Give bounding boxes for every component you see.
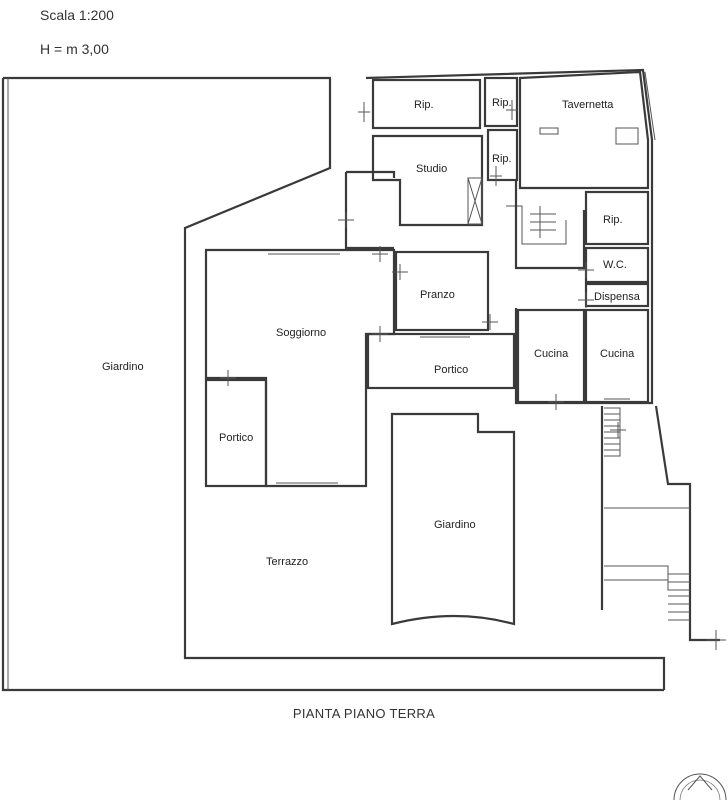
- left-boundary: [1, 78, 664, 692]
- room-pranzo: [394, 250, 490, 332]
- garden-center-outline: [390, 412, 516, 626]
- room-portico-main: [366, 332, 516, 390]
- building-top-wall: [365, 68, 654, 405]
- tavernetta-fireplace: [539, 127, 559, 135]
- room-tavernetta: [518, 70, 650, 190]
- label-pranzo: Pranzo: [420, 289, 455, 301]
- top-wall-inner: [644, 71, 656, 141]
- label-wc: W.C.: [603, 259, 627, 271]
- compass-icon: [673, 773, 727, 800]
- stair-wall: [514, 180, 586, 270]
- label-rip-1: Rip.: [414, 99, 434, 111]
- label-rip-4: Rip.: [603, 214, 623, 226]
- room-portico-side: [204, 378, 268, 488]
- stair-void: [467, 177, 483, 225]
- plan-caption: PIANTA PIANO TERRA: [292, 706, 436, 721]
- room-rip-2: [483, 76, 519, 128]
- room-soggiorno: [204, 248, 396, 488]
- room-rip-1: [371, 78, 482, 130]
- room-studio: [371, 134, 484, 227]
- label-giardino-center: Giardino: [434, 519, 476, 531]
- scale-label: Scala 1:200: [40, 7, 114, 23]
- label-cucina-1: Cucina: [534, 348, 569, 360]
- site-boundary: [3, 76, 666, 690]
- hall-wall: [344, 170, 396, 250]
- exterior-right-wall: [600, 405, 720, 642]
- door-marks: [220, 100, 726, 650]
- tavernetta-column: [615, 127, 639, 145]
- label-portico-main: Portico: [434, 364, 468, 376]
- label-rip-2: Rip.: [492, 97, 512, 109]
- label-tavernetta: Tavernetta: [562, 99, 614, 111]
- stair-void-diag2: [467, 177, 483, 225]
- height-label: H = m 3,00: [40, 41, 109, 57]
- room-cucina-2: [584, 308, 650, 404]
- exterior-stair-upper: [604, 407, 621, 457]
- label-cucina-2: Cucina: [600, 348, 635, 360]
- room-rip-4: [584, 190, 650, 246]
- inner-stair: [506, 205, 567, 245]
- label-terrazzo: Terrazzo: [266, 556, 308, 568]
- exterior-stair-lower: [604, 565, 690, 621]
- label-giardino-left: Giardino: [102, 361, 144, 373]
- label-studio: Studio: [416, 163, 447, 175]
- label-dispensa: Dispensa: [594, 291, 641, 303]
- label-soggiorno: Soggiorno: [276, 327, 326, 339]
- label-portico-side: Portico: [219, 432, 253, 444]
- room-rip-3: [486, 128, 519, 182]
- label-rip-3: Rip.: [492, 153, 512, 165]
